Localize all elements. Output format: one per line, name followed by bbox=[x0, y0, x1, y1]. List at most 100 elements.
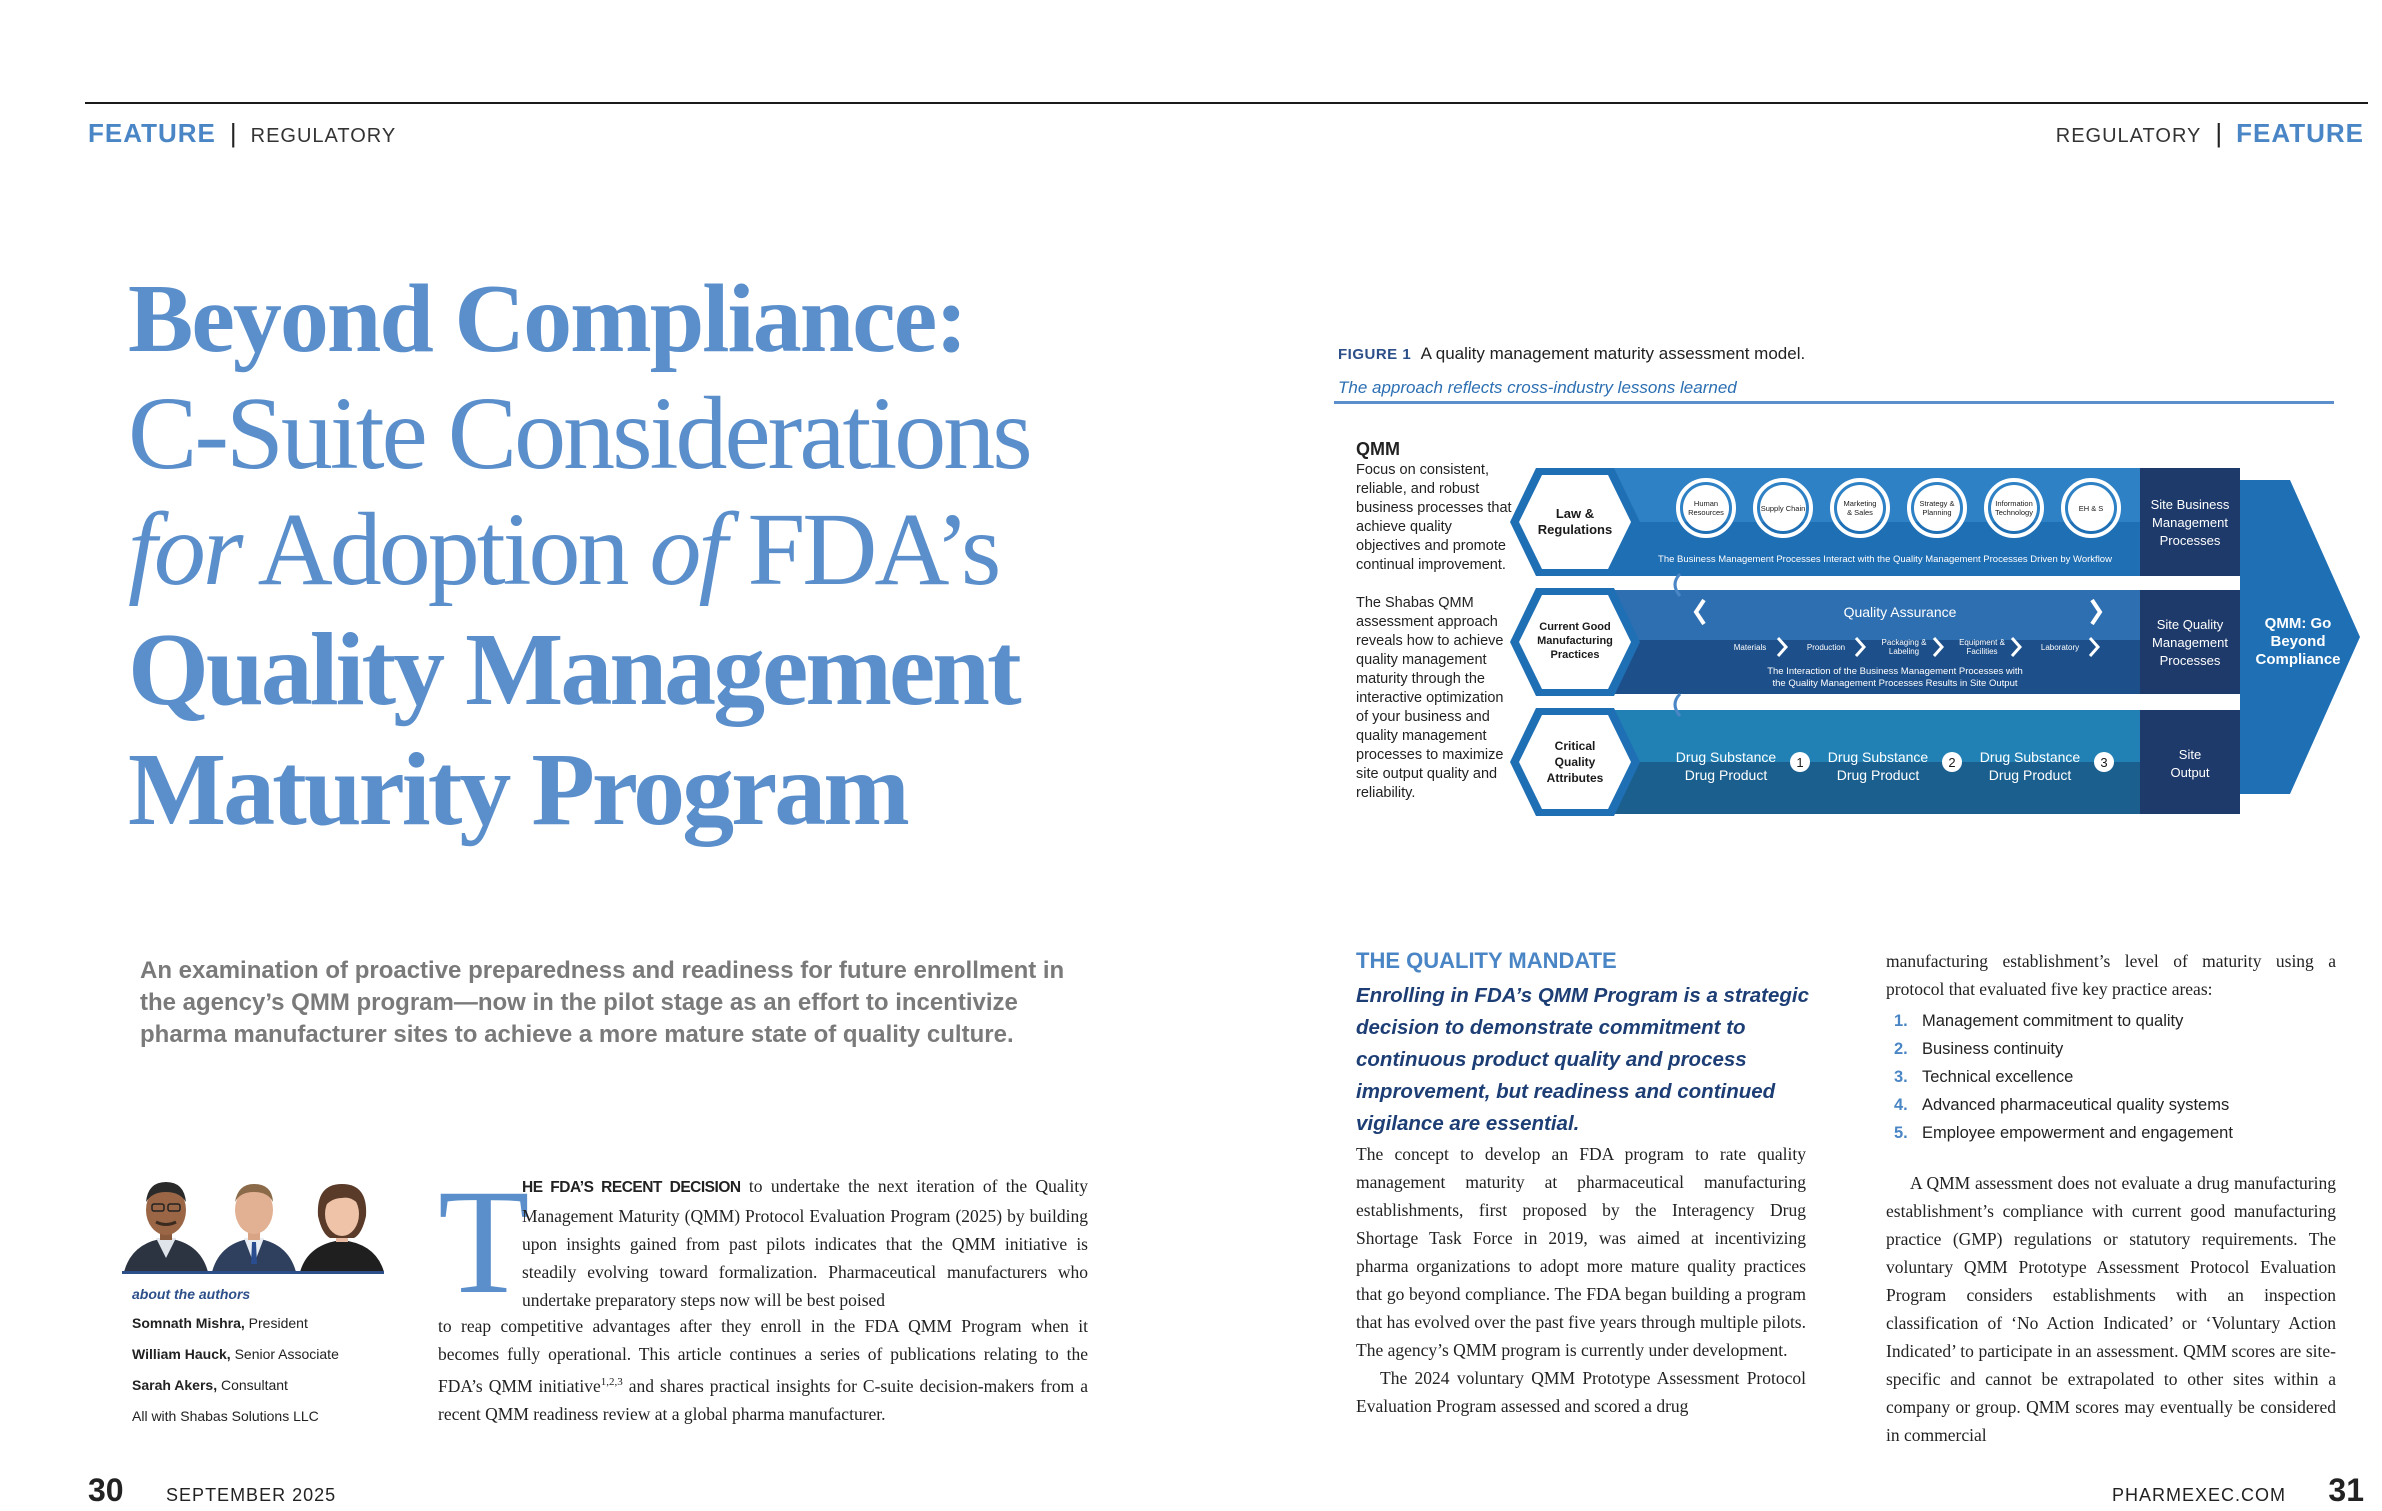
svg-text:Planning: Planning bbox=[1922, 508, 1951, 517]
row1-note: The Business Management Processes Intera… bbox=[1658, 554, 2112, 565]
header-section-label: REGULATORY bbox=[2055, 125, 2202, 147]
connector-icon bbox=[1673, 692, 1682, 717]
svg-text:Site Quality: Site Quality bbox=[2157, 617, 2224, 632]
output-stage-3: Drug Substance Drug Product 3 bbox=[1980, 749, 2114, 783]
header-left: FEATURE|REGULATORY bbox=[88, 118, 397, 148]
author-photo-3 bbox=[298, 1172, 386, 1272]
about-authors-label: about the authors bbox=[132, 1286, 251, 1302]
footer-right: PHARMEXEC.COM 31 bbox=[2112, 1472, 2364, 1509]
process-circle-marketing: Marketing& Sales bbox=[1830, 478, 1890, 538]
page-number: 31 bbox=[2328, 1472, 2364, 1508]
practice-areas-list: 1.Management commitment to quality 2.Bus… bbox=[1886, 1007, 2336, 1147]
svg-text:Site: Site bbox=[2179, 747, 2201, 762]
drop-cap: T bbox=[438, 1159, 530, 1325]
arrow-label: QMM: Go Beyond Compliance bbox=[2255, 615, 2340, 668]
author-item: Somnath Mishra, President bbox=[132, 1315, 308, 1331]
svg-text:Facilities: Facilities bbox=[1966, 647, 1997, 656]
row-end-quality bbox=[2140, 590, 2240, 694]
row2-note: The Interaction of the Business Manageme… bbox=[1767, 666, 2023, 689]
authors-list: Somnath Mishra, President William Hauck,… bbox=[132, 1308, 339, 1432]
author-photos bbox=[122, 1172, 386, 1272]
svg-text:Labeling: Labeling bbox=[1889, 647, 1919, 656]
svg-text:1: 1 bbox=[1796, 755, 1803, 770]
connector-icon bbox=[1673, 572, 1682, 597]
header-section-label: REGULATORY bbox=[250, 125, 397, 147]
svg-text:The Interaction of the Busines: The Interaction of the Business Manageme… bbox=[1767, 666, 2023, 677]
hex-law-regulations: Law & Regulations bbox=[1510, 468, 1640, 576]
svg-text:Quality: Quality bbox=[1555, 755, 1596, 769]
intro-paragraph-start: HE FDA’S RECENT DECISION to undertake th… bbox=[522, 1176, 1088, 1310]
svg-text:Compliance: Compliance bbox=[2255, 651, 2340, 668]
section-heading: THE QUALITY MANDATE bbox=[1356, 948, 1617, 973]
svg-text:Drug Substance: Drug Substance bbox=[1980, 749, 2081, 765]
issue-date: SEPTEMBER 2025 bbox=[166, 1485, 337, 1505]
svg-text:Resources: Resources bbox=[1688, 508, 1724, 517]
header-feature-label: FEATURE bbox=[88, 118, 216, 148]
header-feature-label: FEATURE bbox=[2236, 118, 2364, 148]
footer-left: 30 SEPTEMBER 2025 bbox=[88, 1472, 336, 1509]
list-item: 4.Advanced pharmaceutical quality system… bbox=[1894, 1096, 2230, 1114]
title-line-3: for Adoption of FDA’s bbox=[128, 492, 1001, 607]
svg-text:Current Good: Current Good bbox=[1539, 621, 1611, 633]
list-item: 5.Employee empowerment and engagement bbox=[1894, 1124, 2233, 1142]
row1-end-label: Site Business Management Processes bbox=[2151, 497, 2230, 548]
svg-text:Drug Substance: Drug Substance bbox=[1828, 749, 1929, 765]
row-end-business bbox=[2140, 468, 2240, 576]
svg-text:2: 2 bbox=[1948, 755, 1955, 770]
svg-text:Drug Substance: Drug Substance bbox=[1676, 749, 1777, 765]
svg-text:Drug Product: Drug Product bbox=[1837, 767, 1920, 783]
output-stage-1: Drug Substance Drug Product 1 bbox=[1676, 749, 1810, 783]
site-name: PHARMEXEC.COM bbox=[2111, 1485, 2286, 1505]
svg-text:the Quality Management Process: the Quality Management Processes Results… bbox=[1772, 678, 2017, 689]
article-title: Beyond Compliance: C-Suite Consideration… bbox=[128, 270, 1228, 842]
figure-subcaption: The approach reflects cross-industry les… bbox=[1338, 378, 1737, 397]
svg-text:& Sales: & Sales bbox=[1847, 508, 1873, 517]
title-line-5: Maturity Program bbox=[128, 732, 910, 847]
process-circle-ehs: EH & S bbox=[2061, 478, 2121, 538]
svg-text:Attributes: Attributes bbox=[1547, 771, 1604, 785]
svg-text:Supply Chain: Supply Chain bbox=[1761, 504, 1806, 513]
intro-paragraph-continued: to reap competitive advantages after the… bbox=[438, 1316, 1088, 1424]
page-number: 30 bbox=[88, 1472, 124, 1508]
svg-text:Processes: Processes bbox=[2160, 533, 2221, 548]
svg-text:EH & S: EH & S bbox=[2079, 504, 2104, 513]
svg-text:3: 3 bbox=[2100, 755, 2107, 770]
qa-label: Quality Assurance bbox=[1844, 604, 1957, 620]
svg-text:Human: Human bbox=[1694, 499, 1718, 508]
svg-text:Management: Management bbox=[2152, 515, 2228, 530]
figure-label: FIGURE 1 A quality management maturity a… bbox=[1338, 344, 1806, 363]
svg-text:Information: Information bbox=[1995, 499, 2033, 508]
row-end-output bbox=[2140, 710, 2240, 814]
header-rule bbox=[85, 102, 2368, 104]
svg-text:Critical: Critical bbox=[1555, 739, 1596, 753]
svg-text:Practices: Practices bbox=[1551, 649, 1600, 661]
qa-right-chevron bbox=[2090, 598, 2103, 626]
svg-text:Marketing: Marketing bbox=[1844, 499, 1877, 508]
author-item: Sarah Akers, Consultant bbox=[132, 1377, 288, 1393]
hex-critical-quality-attributes: Critical Quality Attributes bbox=[1510, 708, 1640, 816]
process-circle-supply-chain: Supply Chain bbox=[1753, 478, 1813, 538]
qmm-arrow bbox=[2240, 480, 2360, 794]
header-right: REGULATORY|FEATURE bbox=[2055, 118, 2364, 148]
svg-text:Management: Management bbox=[2152, 635, 2228, 650]
hex-cgmp: Current Good Manufacturing Practices bbox=[1510, 588, 1640, 696]
svg-text:Strategy &: Strategy & bbox=[1919, 499, 1954, 508]
svg-text:Output: Output bbox=[2170, 765, 2209, 780]
qa-item: Materials bbox=[1734, 643, 1766, 652]
process-circle-strategy: Strategy &Planning bbox=[1907, 478, 1967, 538]
svg-text:Manufacturing: Manufacturing bbox=[1537, 635, 1613, 647]
svg-text:Regulations: Regulations bbox=[1538, 522, 1612, 537]
title-line-1: Beyond Compliance: bbox=[128, 265, 968, 373]
list-item: 3.Technical excellence bbox=[1894, 1068, 2074, 1086]
svg-text:QMM: Go: QMM: Go bbox=[2265, 615, 2332, 632]
pull-quote: Enrolling in FDA’s QMM Program is a stra… bbox=[1356, 984, 1809, 1135]
output-stage-2: Drug Substance Drug Product 2 bbox=[1828, 749, 1962, 783]
row3-end-label: Site Output bbox=[2170, 747, 2209, 780]
authors-rule bbox=[122, 1271, 384, 1274]
qa-item: Production bbox=[1807, 643, 1845, 652]
body-column-2: manufacturing establishment’s level of m… bbox=[1886, 951, 2336, 1445]
svg-text:Drug Product: Drug Product bbox=[1685, 767, 1768, 783]
body-column-1: The concept to develop an FDA program to… bbox=[1356, 1144, 1806, 1416]
svg-text:Technology: Technology bbox=[1995, 508, 2033, 517]
